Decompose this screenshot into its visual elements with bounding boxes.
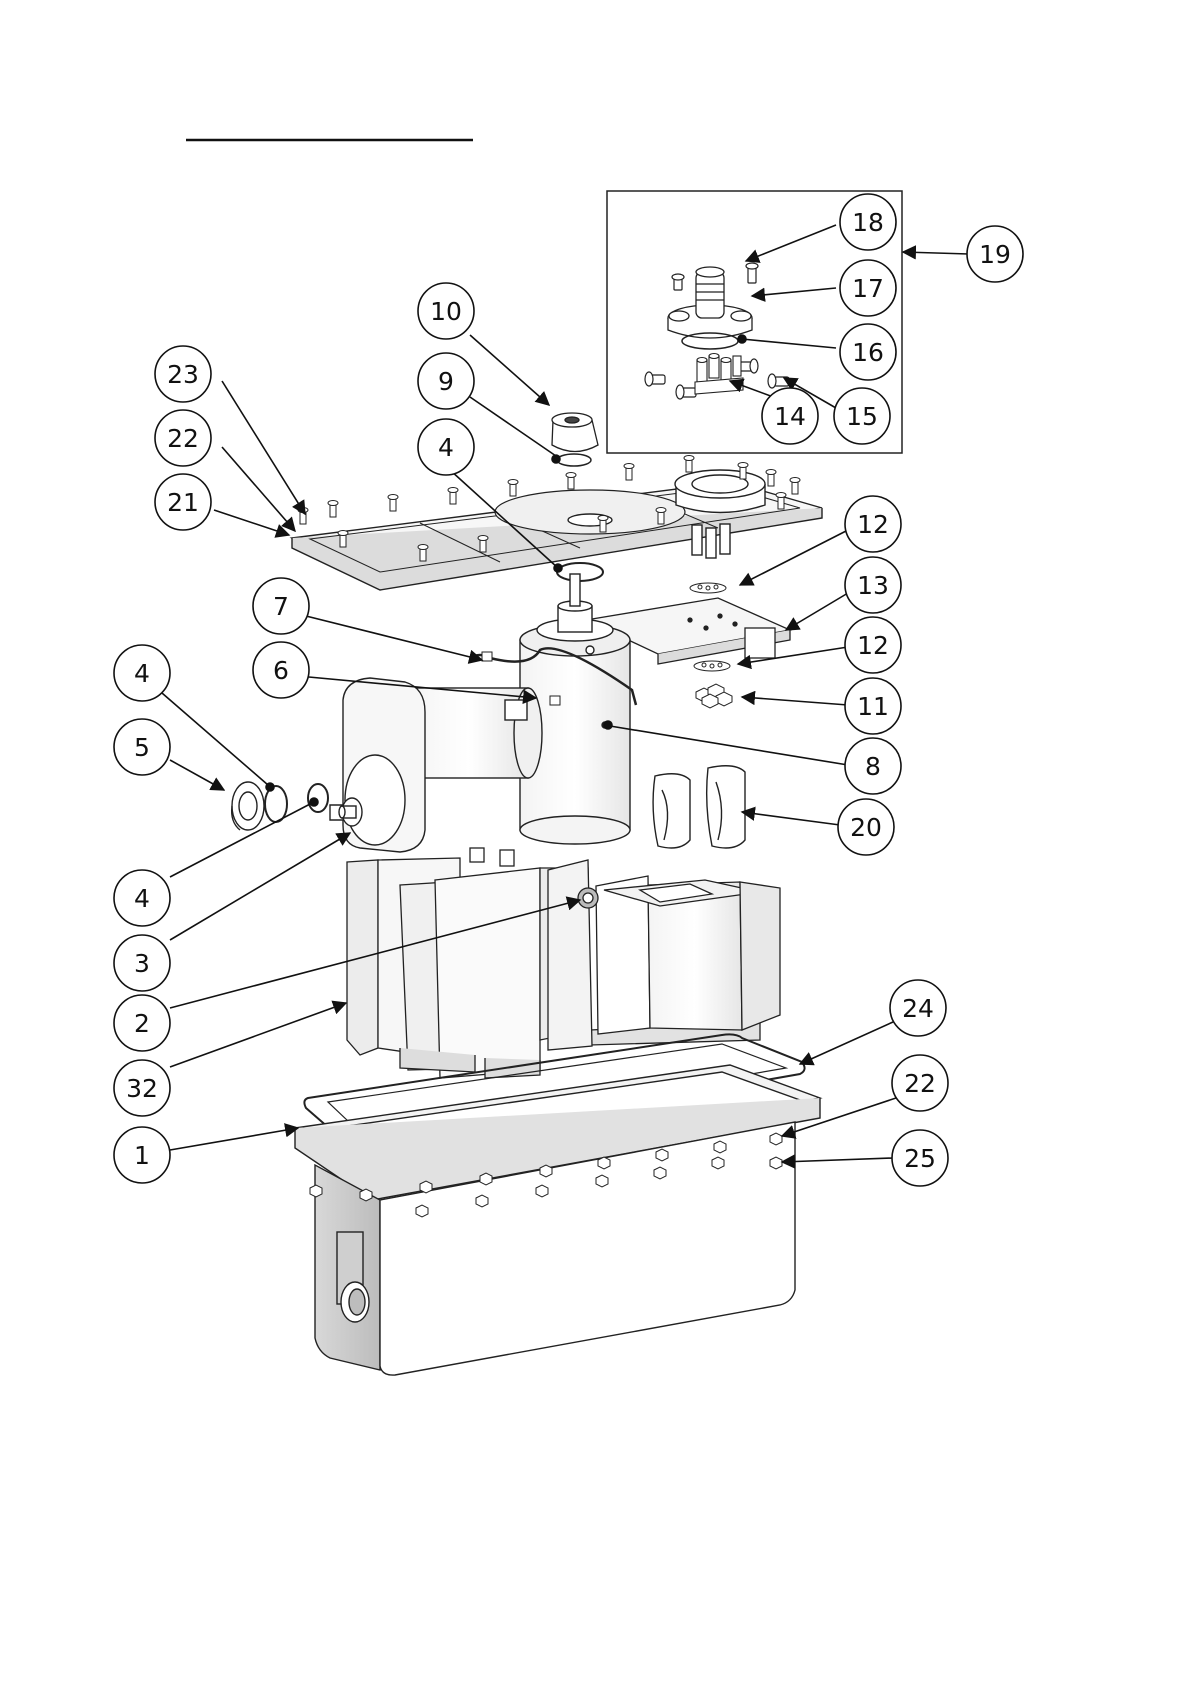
callout-18: 18	[840, 194, 896, 250]
connector-6	[550, 696, 560, 705]
callout-4-left-top: 4	[114, 645, 170, 701]
callout-19: 19	[967, 226, 1023, 282]
callout-16: 16	[840, 324, 896, 380]
callout-10: 10	[418, 283, 474, 339]
svg-text:19: 19	[979, 240, 1011, 269]
svg-text:4: 4	[134, 659, 150, 688]
svg-text:22: 22	[904, 1069, 936, 1098]
svg-text:9: 9	[438, 367, 454, 396]
svg-text:10: 10	[430, 297, 462, 326]
svg-text:6: 6	[273, 656, 289, 685]
callout-11: 11	[845, 678, 901, 734]
callout-23: 23	[155, 346, 211, 402]
svg-text:13: 13	[857, 571, 889, 600]
svg-text:4: 4	[134, 884, 150, 913]
svg-text:12: 12	[857, 631, 889, 660]
callout-20: 20	[838, 799, 894, 855]
svg-text:22: 22	[167, 424, 199, 453]
callout-6: 6	[253, 642, 309, 698]
callout-24: 24	[890, 980, 946, 1036]
callout-21: 21	[155, 474, 211, 530]
callout-22-bottom: 22	[892, 1055, 948, 1111]
callout-5: 5	[114, 719, 170, 775]
svg-text:11: 11	[857, 692, 889, 721]
callout-22-top: 22	[155, 410, 211, 466]
svg-text:1: 1	[134, 1141, 150, 1170]
svg-text:3: 3	[134, 949, 150, 978]
svg-text:25: 25	[904, 1144, 936, 1173]
callout-17: 17	[840, 260, 896, 316]
callout-15: 15	[834, 388, 890, 444]
svg-text:2: 2	[134, 1009, 150, 1038]
svg-text:16: 16	[852, 338, 884, 367]
svg-text:18: 18	[852, 208, 884, 237]
gasket-12-top	[690, 583, 726, 593]
gasket-12-mid	[694, 661, 730, 671]
svg-text:32: 32	[126, 1074, 158, 1103]
svg-text:4: 4	[438, 433, 454, 462]
callout-2: 2	[114, 995, 170, 1051]
svg-text:17: 17	[852, 274, 884, 303]
callout-4-top: 4	[418, 419, 474, 475]
callout-9: 9	[418, 353, 474, 409]
callout-13: 13	[845, 557, 901, 613]
callout-4-left-bottom: 4	[114, 870, 170, 926]
svg-text:12: 12	[857, 510, 889, 539]
callout-12-mid: 12	[845, 617, 901, 673]
svg-text:20: 20	[850, 813, 882, 842]
callout-3: 3	[114, 935, 170, 991]
svg-text:21: 21	[167, 488, 199, 517]
connector-7	[482, 652, 492, 661]
callout-32: 32	[114, 1060, 170, 1116]
callout-25: 25	[892, 1130, 948, 1186]
callout-7: 7	[253, 578, 309, 634]
svg-text:8: 8	[865, 752, 881, 781]
svg-text:7: 7	[273, 592, 289, 621]
callout-8: 8	[845, 738, 901, 794]
callout-12-top: 12	[845, 496, 901, 552]
svg-text:5: 5	[134, 733, 150, 762]
svg-text:23: 23	[167, 360, 199, 389]
callout-1: 1	[114, 1127, 170, 1183]
svg-text:14: 14	[774, 402, 806, 431]
terminal-block	[695, 354, 743, 395]
svg-text:15: 15	[846, 402, 878, 431]
svg-text:24: 24	[902, 994, 934, 1023]
seal-5	[232, 782, 264, 830]
knob	[552, 413, 598, 452]
callout-14: 14	[762, 388, 818, 444]
